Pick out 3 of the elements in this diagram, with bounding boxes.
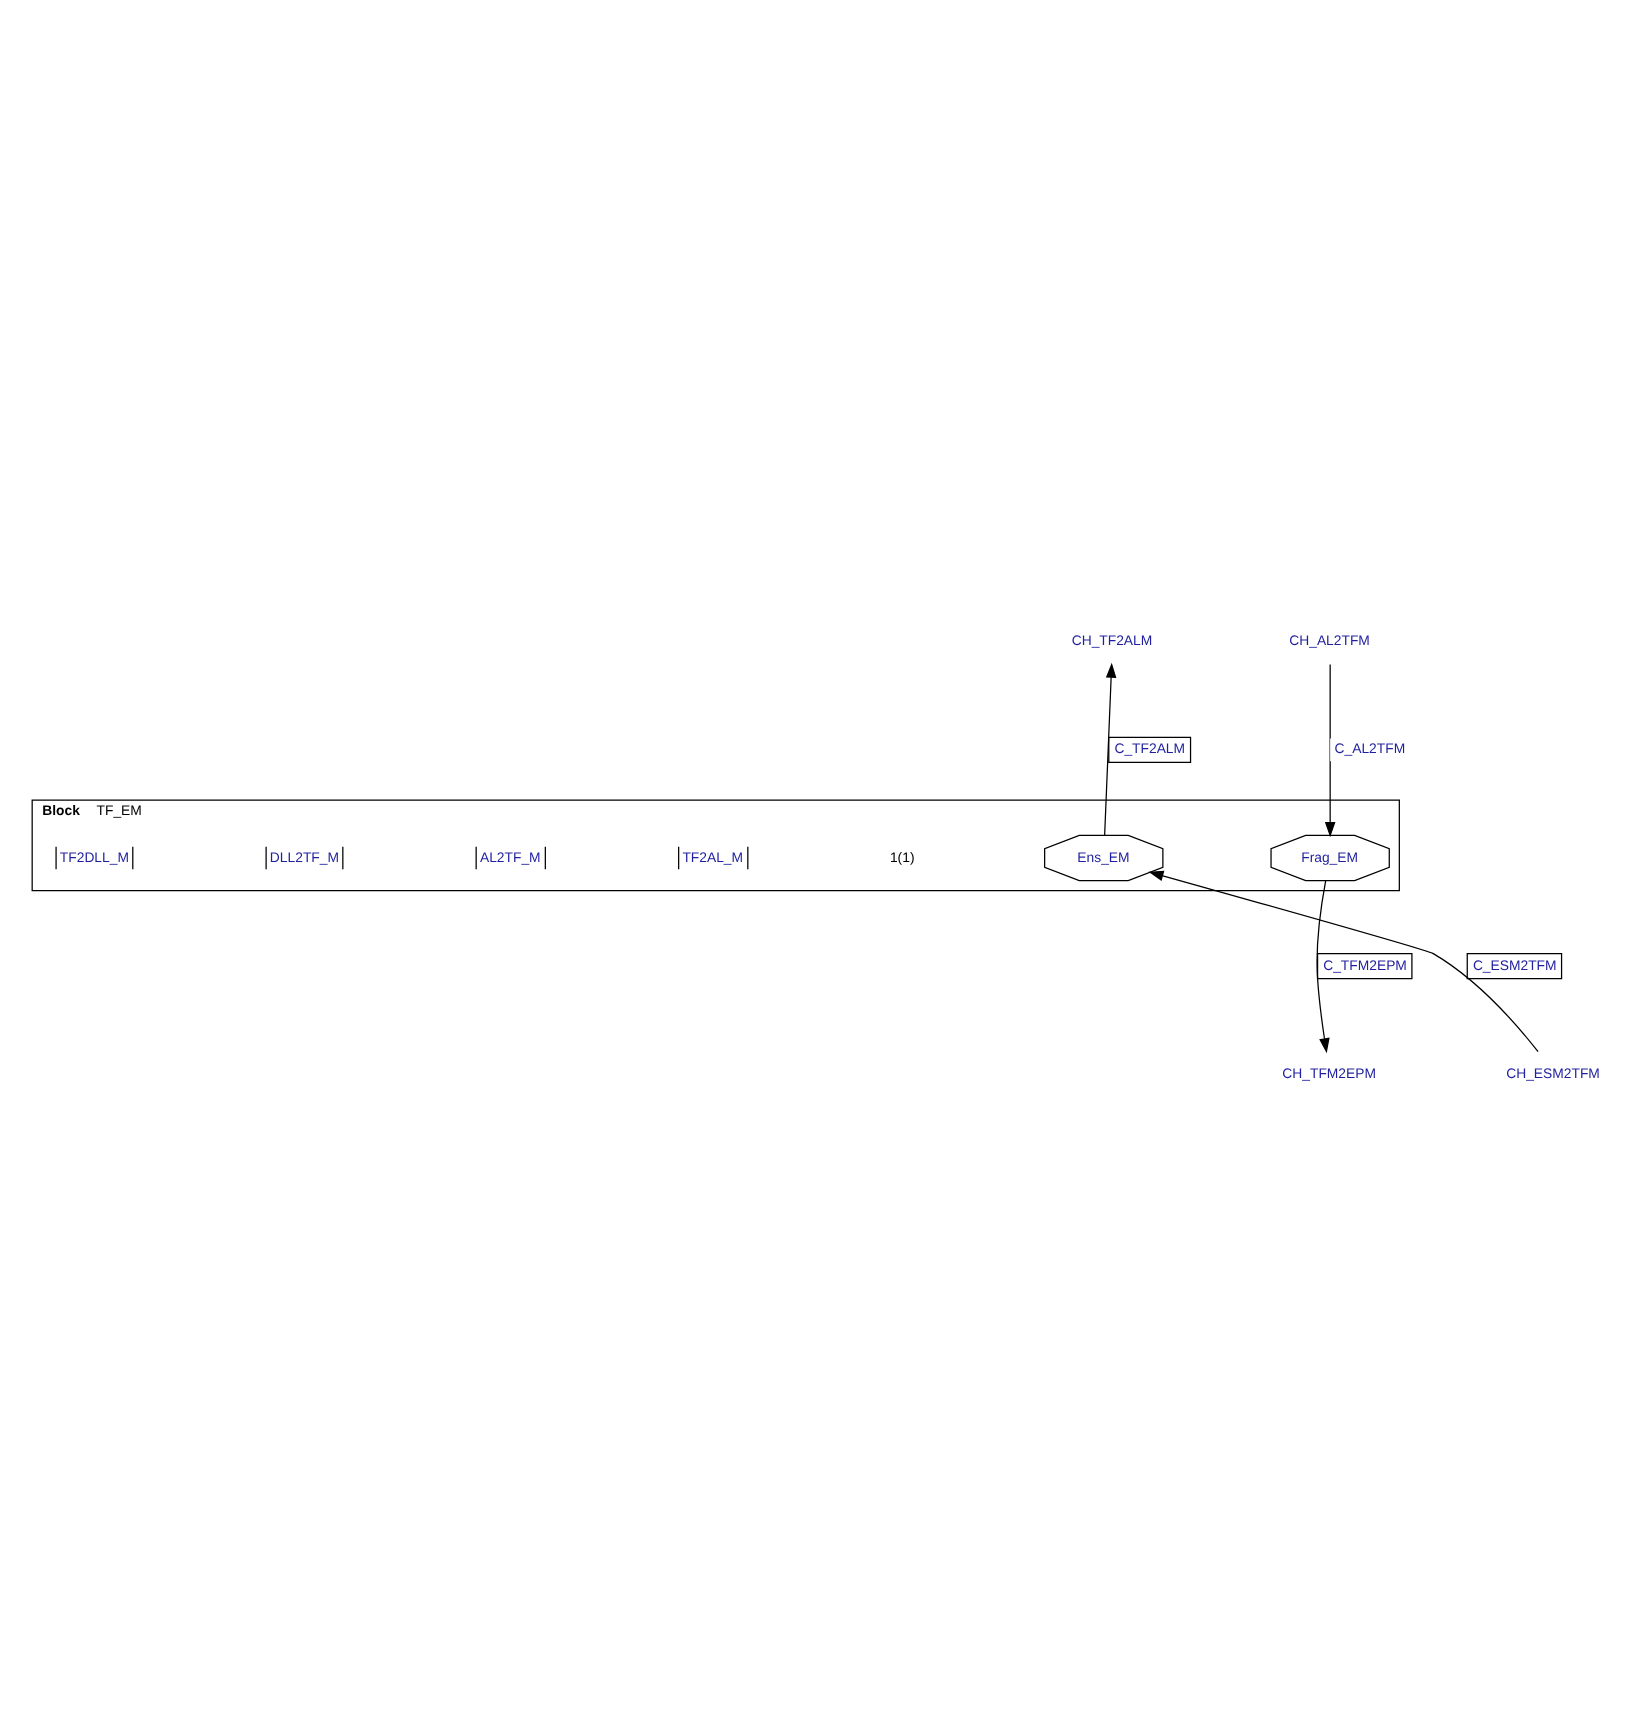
arrow xyxy=(1316,879,1330,1053)
arrow xyxy=(1104,661,1117,835)
arrow xyxy=(1148,869,1539,1052)
